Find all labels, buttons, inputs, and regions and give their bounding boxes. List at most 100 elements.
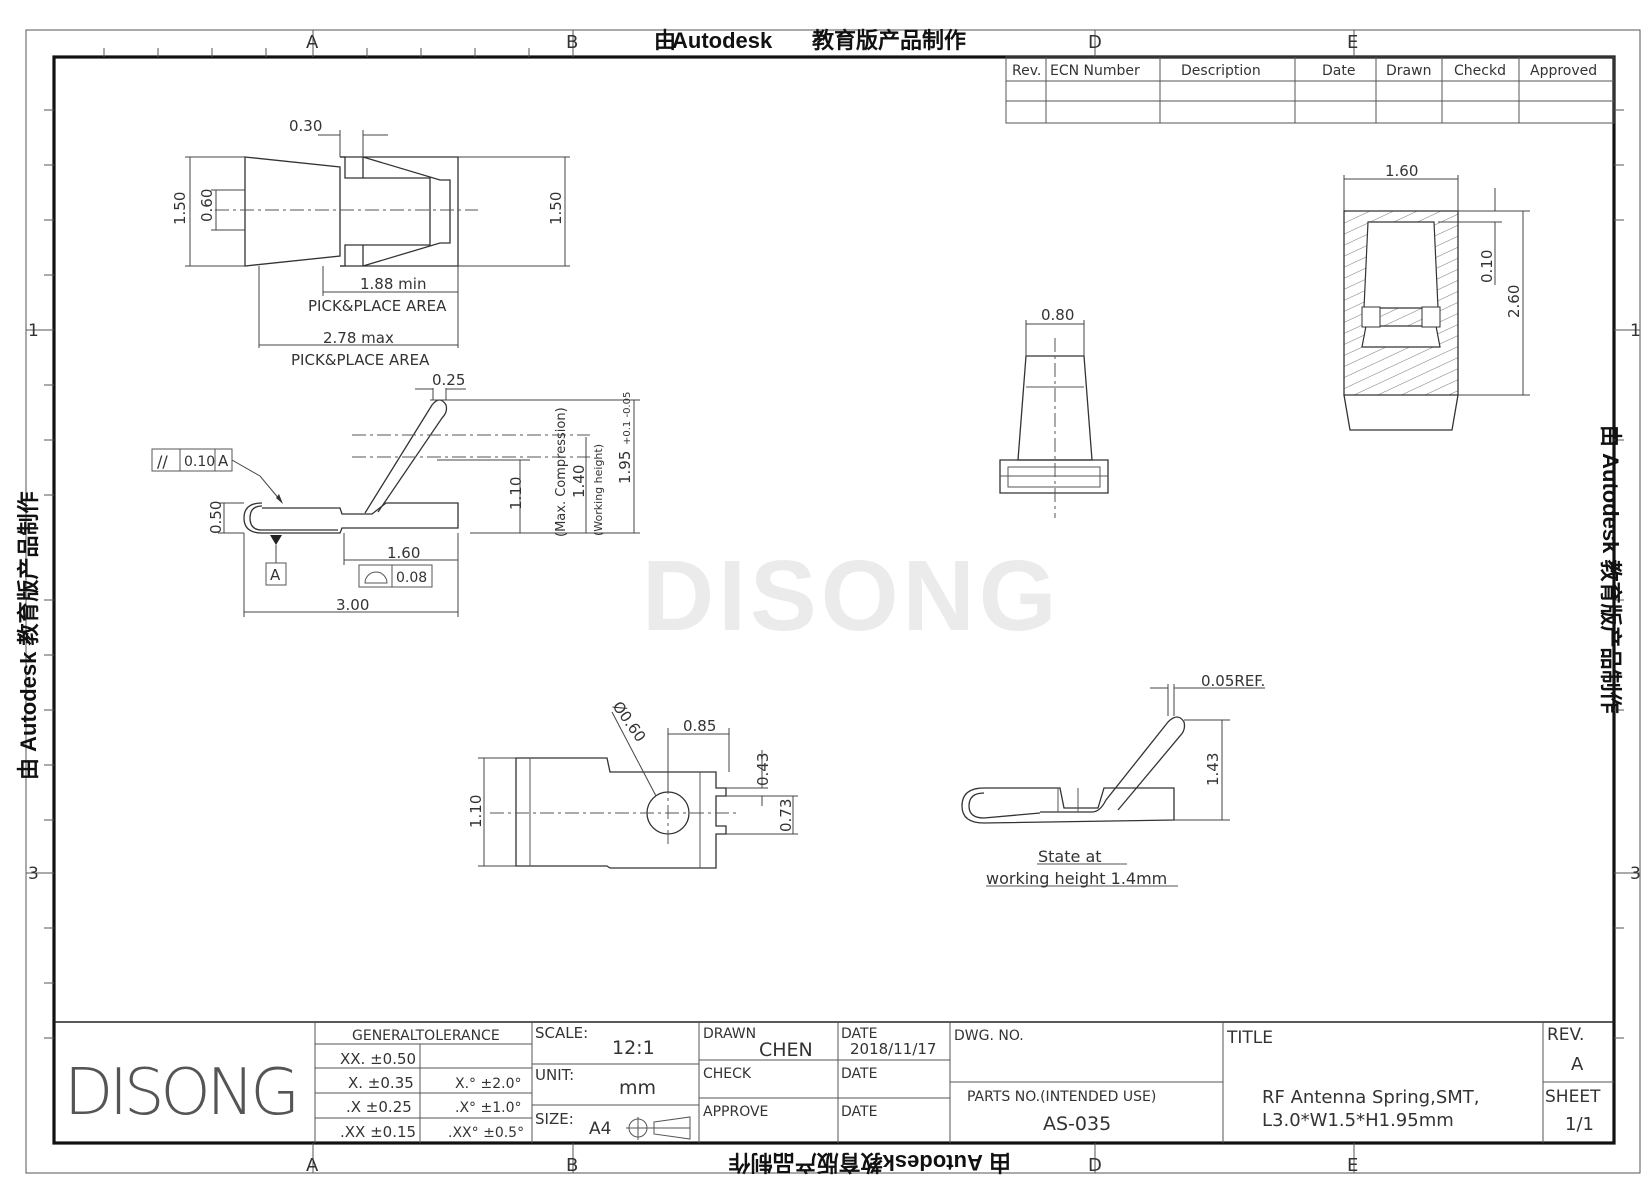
dim-073: 0.73	[777, 799, 795, 832]
title-line-2: L3.0*W1.5*H1.95mm	[1262, 1110, 1454, 1131]
dim-080: 0.80	[1041, 306, 1074, 324]
dim-085: 0.85	[683, 717, 716, 735]
size-label: SIZE:	[535, 1110, 574, 1128]
dim-060-top: 0.60	[198, 189, 216, 222]
sheet-value: 1/1	[1565, 1114, 1594, 1135]
edu-top-post: 教育版产品制作	[812, 28, 966, 53]
dim-278: 2.78 max	[323, 329, 394, 347]
zone-d-top: D	[1088, 32, 1102, 53]
tol-row-3-a: .X ±0.25	[346, 1098, 412, 1116]
zone-d-bottom: D	[1088, 1155, 1102, 1176]
rev-header-drawn: Drawn	[1386, 63, 1431, 79]
gdt-parallel: //	[157, 452, 168, 471]
approve-date-label: DATE	[841, 1104, 877, 1120]
state-view	[961, 684, 1265, 887]
rev-header-description: Description	[1181, 63, 1261, 79]
tol-row-2-a: X. ±0.35	[348, 1074, 414, 1092]
zone-3-right: 3	[1630, 864, 1641, 884]
dim-043: 0.43	[754, 753, 772, 786]
brand-watermark: DISONG	[642, 540, 1060, 652]
dim-160-side: 1.60	[387, 544, 420, 562]
zone-a-top: A	[306, 32, 319, 53]
dim-150-left: 1.50	[171, 192, 189, 225]
dim-140-note: (Working height)	[592, 444, 605, 536]
dim-260: 2.60	[1505, 285, 1523, 318]
tol-row-2-b: X.° ±2.0°	[455, 1076, 522, 1092]
rev-header-approved: Approved	[1530, 63, 1597, 79]
outer-frame	[25, 29, 1641, 1174]
rev-value: A	[1571, 1054, 1584, 1075]
dim-188: 1.88 min	[360, 275, 426, 293]
scale-label: SCALE:	[535, 1024, 588, 1042]
dim-phi060: Ø0.60	[609, 698, 650, 745]
approve-label: APPROVE	[703, 1104, 768, 1120]
flatness-value: 0.08	[396, 570, 427, 586]
parts-no-label: PARTS NO.(INTENDED USE)	[967, 1089, 1156, 1105]
tol-row-4-a: .XX ±0.15	[340, 1123, 416, 1141]
zone-e-bottom: E	[1347, 1155, 1358, 1176]
title-label: TITLE	[1226, 1028, 1273, 1048]
title-block-logo: DISONG	[64, 1056, 300, 1130]
size-value: A4	[589, 1119, 611, 1139]
unit-label: UNIT:	[535, 1066, 574, 1084]
top-view	[185, 130, 570, 348]
zone-3-left: 3	[28, 864, 39, 884]
pick-area-1: PICK&PLACE AREA	[308, 297, 447, 315]
parts-no-value: AS-035	[1043, 1113, 1111, 1135]
dim-143: 1.43	[1204, 753, 1222, 786]
general-tolerance: GENERALTOLERANCE	[352, 1028, 500, 1044]
rev-header-checkd: Checkd	[1454, 63, 1506, 79]
side-view	[151, 388, 640, 617]
dim-110-bottom: 1.10	[467, 795, 485, 828]
state-caption-2: working height 1.4mm	[986, 869, 1167, 888]
dim-030: 0.30	[289, 117, 322, 135]
dim-025: 0.25	[432, 371, 465, 389]
zone-e-top: E	[1347, 32, 1358, 53]
dim-005ref: 0.05REF.	[1201, 672, 1265, 690]
edu-right: 由 Autodesk 教育版产品制作	[1598, 425, 1623, 713]
gdt-datum: A	[218, 452, 229, 470]
edu-top-brand: Autodesk	[672, 28, 773, 53]
tol-row-3-b: .X° ±1.0°	[455, 1100, 522, 1116]
title-line-1: RF Antenna Spring,SMT,	[1262, 1087, 1480, 1108]
bottom-view	[478, 711, 798, 869]
check-date-label: DATE	[841, 1066, 877, 1082]
revision-table	[1005, 56, 1615, 124]
dim-195: 1.95	[616, 451, 634, 484]
dim-110-side: 1.10	[507, 477, 525, 510]
rev-label: REV.	[1547, 1025, 1584, 1045]
rev-header-rev: Rev.	[1012, 63, 1041, 79]
dim-150-right: 1.50	[547, 192, 565, 225]
pick-area-2: PICK&PLACE AREA	[291, 351, 430, 369]
scale-value: 12:1	[612, 1037, 655, 1059]
unit-value: mm	[619, 1077, 656, 1099]
zone-1-right: 1	[1630, 321, 1641, 341]
date-label: DATE	[841, 1026, 877, 1042]
rev-header-ecn: ECN Number	[1050, 63, 1140, 79]
drawn-value: CHEN	[759, 1039, 813, 1061]
edu-top-pre: 由	[654, 28, 676, 53]
drawn-label: DRAWN	[703, 1026, 756, 1042]
tol-row-1-a: XX. ±0.50	[340, 1050, 416, 1068]
zone-b-bottom: B	[566, 1155, 578, 1176]
state-caption-1: State at	[1038, 847, 1102, 866]
zone-a-bottom: A	[306, 1155, 319, 1176]
dwg-no-label: DWG. NO.	[954, 1028, 1024, 1044]
title-block	[54, 1021, 1614, 1143]
dim-050: 0.50	[207, 501, 225, 534]
zone-1-left: 1	[28, 321, 39, 341]
dim-300: 3.00	[336, 596, 369, 614]
zone-b-top: B	[566, 32, 578, 53]
sheet-label: SHEET	[1545, 1087, 1601, 1107]
dim-110-note: (Max. Compression)	[554, 407, 569, 537]
front-view	[999, 320, 1109, 518]
section-view	[1343, 175, 1530, 431]
date-value: 2018/11/17	[850, 1040, 936, 1058]
dim-195-tol: +0.1 -0.05	[622, 392, 633, 445]
edu-left: 由 Autodesk 教育版产品制作	[16, 492, 41, 780]
edu-bottom: 由 Autodesk教育版产品制作	[729, 1150, 1011, 1175]
check-label: CHECK	[703, 1066, 752, 1082]
dim-140: 1.40	[570, 465, 588, 498]
gdt-value: 0.10	[184, 454, 215, 470]
